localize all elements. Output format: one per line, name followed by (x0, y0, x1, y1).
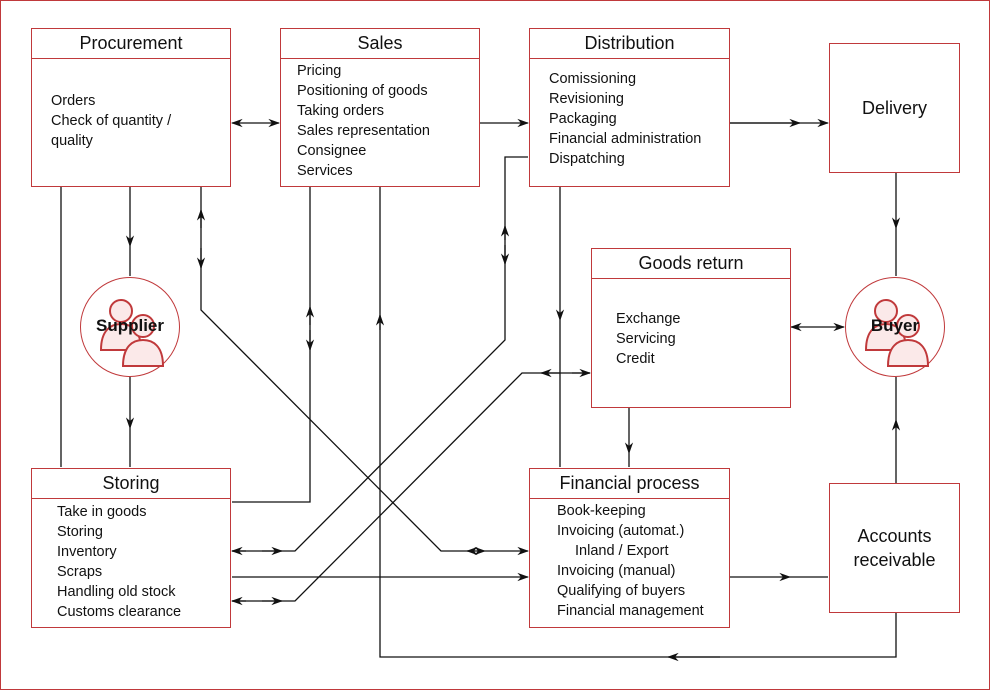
sales-item: Pricing (297, 63, 342, 79)
sales-item: Sales representation (297, 123, 430, 139)
buyer-label: Buyer (870, 316, 920, 335)
financial-item: Qualifying of buyers (557, 583, 686, 599)
financial-item: Book-keeping (557, 503, 646, 519)
storing-title: Storing (32, 469, 230, 499)
financial-item: Invoicing (automat.) (557, 523, 685, 539)
procurement-item: Check of quantity / (51, 113, 172, 129)
goods-return-title: Goods return (592, 249, 790, 279)
distribution-title: Distribution (530, 29, 729, 59)
procurement-financial-line (200, 187, 472, 552)
financial-process-box: Financial process Book-keeping Invoicing… (529, 468, 730, 628)
storing-item: Inventory (57, 544, 117, 560)
accounts-receivable-box: Accounts receivable (829, 483, 960, 613)
sales-storing-line (232, 187, 311, 503)
storing-item: Customs clearance (57, 604, 182, 620)
goods-return-item: Credit (616, 351, 655, 367)
distribution-item: Packaging (549, 111, 617, 127)
accounts-receivable-line1: Accounts (857, 526, 932, 546)
distribution-item: Dispatching (549, 151, 625, 167)
sales-item: Services (297, 163, 353, 179)
financial-process-items: Book-keeping Invoicing (automat.) Inland… (557, 501, 704, 621)
storing-box: Storing Take in goods Storing Inventory … (31, 468, 231, 628)
procurement-items: Orders Check of quantity / quality (51, 91, 171, 151)
goods-return-item: Exchange (616, 311, 681, 327)
distribution-items: Comissioning Revisioning Packaging Finan… (549, 69, 701, 169)
procurement-title: Procurement (32, 29, 230, 59)
procurement-item: Orders (51, 93, 96, 109)
distribution-box: Distribution Comissioning Revisioning Pa… (529, 28, 730, 187)
procurement-item: quality (51, 133, 93, 149)
financial-item: Invoicing (manual) (557, 563, 676, 579)
delivery-box: Delivery (829, 43, 960, 173)
financial-item: Inland / Export (575, 543, 669, 559)
storing-item: Scraps (57, 564, 103, 580)
distribution-item: Financial administration (549, 131, 702, 147)
storing-item: Handling old stock (57, 584, 176, 600)
sales-title: Sales (281, 29, 479, 59)
buyer-node: Buyer (845, 277, 945, 377)
goods-return-items: Exchange Servicing Credit (616, 309, 681, 369)
storing-items: Take in goods Storing Inventory Scraps H… (57, 502, 181, 622)
goods-return-box: Goods return Exchange Servicing Credit (591, 248, 791, 408)
storing-item: Take in goods (57, 504, 147, 520)
procurement-box: Procurement Orders Check of quantity / q… (31, 28, 231, 187)
distribution-item: Comissioning (549, 71, 637, 87)
delivery-title: Delivery (861, 98, 927, 118)
storing-item: Storing (57, 524, 103, 540)
financial-item: Financial management (557, 603, 704, 619)
sales-item: Positioning of goods (297, 83, 428, 99)
sales-item: Taking orders (297, 103, 385, 119)
financial-process-title: Financial process (530, 469, 729, 499)
sales-items: Pricing Positioning of goods Taking orde… (297, 61, 430, 181)
sales-item: Consignee (297, 143, 367, 159)
goods-return-item: Servicing (616, 331, 676, 347)
people-icon (99, 299, 165, 367)
accounts-receivable-line2: receivable (853, 550, 936, 570)
supplier-label: Supplier (95, 316, 164, 335)
supplier-node: Supplier (80, 277, 180, 377)
sales-box: Sales Pricing Positioning of goods Takin… (280, 28, 480, 187)
people-icon (864, 299, 930, 367)
sales-receivable-loop (379, 187, 897, 658)
distribution-item: Revisioning (549, 91, 624, 107)
